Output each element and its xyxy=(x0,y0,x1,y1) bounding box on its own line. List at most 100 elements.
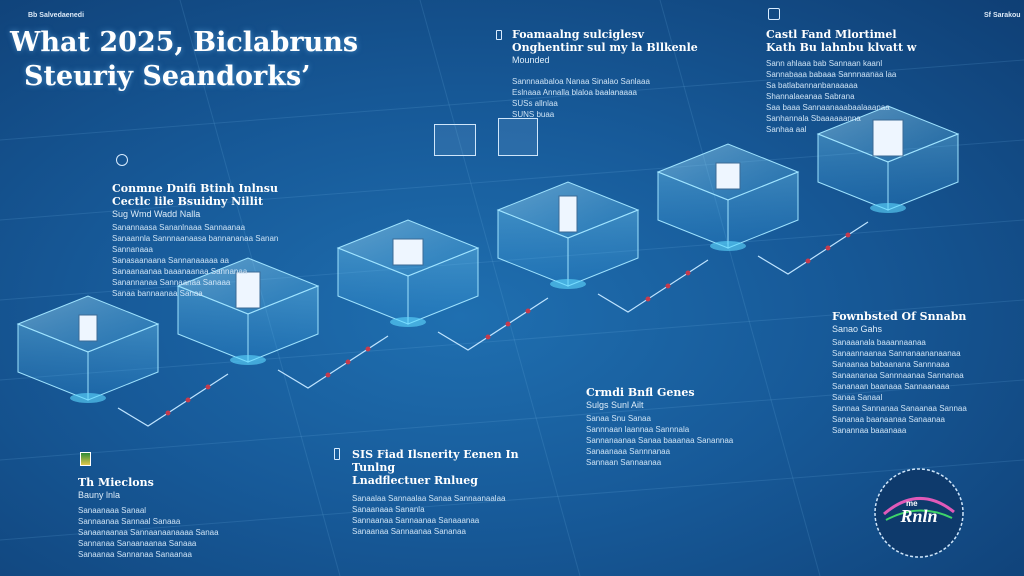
connector-node xyxy=(185,397,191,403)
connector-node xyxy=(825,245,831,251)
connector-lines xyxy=(117,221,869,427)
text-line: Sannaan Sannaanaa xyxy=(586,458,662,467)
server-stage-5 xyxy=(656,143,800,251)
text-line: Sanaananaa Sannnaanaa Sannanaa xyxy=(832,371,964,380)
server-unit xyxy=(392,238,424,266)
heading: Cectlc lile Bsuidny Nillit xyxy=(112,195,264,208)
heading: Foamaalng sulciglesv xyxy=(512,28,644,41)
connector-line xyxy=(597,259,709,313)
stage-glow xyxy=(70,393,106,403)
text-line: Eslnaaa Annalla blaloa baalanaaaa xyxy=(512,88,637,97)
server-unit xyxy=(872,119,904,157)
text-line: Sanaaanala baaannaanaa xyxy=(832,338,926,347)
connector-line xyxy=(117,373,229,427)
subheading: Mounded xyxy=(512,55,550,65)
server-unit xyxy=(78,314,98,342)
text-lines: Sann ahlaaa bab Sannaan kaanl Sannabaaa … xyxy=(766,58,936,135)
subheading: Bauny lnla xyxy=(78,490,121,500)
block-center-low: Crmdi Bnfl Genes Sulgs Sunl Ailt Sanaa S… xyxy=(586,386,766,468)
block-bottom-center: SIS Fiad Ilsnerity Eenen In Tunlng Lnadf… xyxy=(352,448,552,537)
connector-line xyxy=(757,221,869,275)
stage-glow xyxy=(870,203,906,213)
connector-line xyxy=(437,297,549,351)
stage-glow xyxy=(550,279,586,289)
target-icon xyxy=(116,154,128,166)
title-line-1: What 2025, Biclabruns xyxy=(10,27,359,58)
text-line: Sanaanaa Sannanaa Sanaanaa xyxy=(78,550,192,559)
connector-line xyxy=(277,335,389,389)
block-top-right: Castl Fand Mlortimel Kath Bu lahnbu klva… xyxy=(766,28,936,135)
block-bottom-left: Th Mieclons Bauny lnla Sanaanaaa Sanaal … xyxy=(78,476,258,560)
text-line: Sanaannla Sannnaanaasa bannananaa Sanan xyxy=(112,234,279,243)
stage-glow xyxy=(710,241,746,251)
server-unit xyxy=(558,195,578,233)
text-line: SUNS buaa xyxy=(512,110,555,119)
logo-badge: me Rnln xyxy=(874,468,964,558)
text-line: Saa baaa Sannaanaaabaalaaanaa xyxy=(766,103,890,112)
text-lines: Sanannaasa Sananlnaaa Sannaanaa Sanaannl… xyxy=(112,222,322,299)
stage-glow xyxy=(390,317,426,327)
text-line: Sannabaaa babaaa Sannnaanaa laa xyxy=(766,70,897,79)
subheading: Sanao Gahs xyxy=(832,324,883,334)
server-unit xyxy=(715,162,741,190)
connector-node xyxy=(325,372,331,378)
heading: Lnadflectuer Rnlueg xyxy=(352,474,478,487)
text-line: SUSs allnlaa xyxy=(512,99,558,108)
heading: Kath Bu lahnbu klvatt w xyxy=(766,41,917,54)
heading: Castl Fand Mlortimel xyxy=(766,28,897,41)
text-line: Sanaanaaa Sananla xyxy=(352,505,425,514)
text-line: Sann ahlaaa bab Sannaan kaanl xyxy=(766,59,883,68)
server-stages xyxy=(16,105,960,403)
subheading: Sug Wmd Wadd Nalla xyxy=(112,209,201,219)
block-right-mid: Fownbsted Of Snnabn Sanao Gahs Sanaaanal… xyxy=(832,310,1012,436)
logo-swoosh xyxy=(885,509,953,521)
text-line: Shannalaeanaa Sabrana xyxy=(766,92,855,101)
connector-node xyxy=(805,258,811,264)
mini-diagram-icon xyxy=(434,124,476,156)
text-line: Sanaanaa Sannaanaa Sananaa xyxy=(352,527,466,536)
text-line: Sannnaabaloa Nanaa Sinalao Sanlaaa xyxy=(512,77,650,86)
marker-icon xyxy=(496,30,502,40)
text-line: Sanaa Snu Sanaa xyxy=(586,414,651,423)
text-line: Sanasaanaana Sannanaaaaa aa xyxy=(112,256,229,265)
text-line: Sannnaan laannaa Sannnala xyxy=(586,425,690,434)
server-stage-1 xyxy=(16,295,160,403)
server-stage-4 xyxy=(496,181,640,289)
connector-node xyxy=(205,384,211,390)
heading: Crmdi Bnfl Genes xyxy=(586,386,695,399)
server-stage-3 xyxy=(336,219,480,327)
text-line: Sannaanaa Sannaal Sanaaa xyxy=(78,517,181,526)
text-line: Sananaan baanaaa Sannaanaaa xyxy=(832,382,950,391)
connector-node xyxy=(645,296,651,302)
connector-node xyxy=(365,346,371,352)
connector-node xyxy=(165,410,171,416)
text-lines: Sanaanaaa Sanaal Sannaanaa Sannaal Sanaa… xyxy=(78,505,258,560)
text-line: Sanhannala Sbaaaaaanna xyxy=(766,114,861,123)
heading: Th Mieclons xyxy=(78,476,154,489)
title-line-2: Steuriy Seandorks’ xyxy=(24,61,311,92)
server-stage-2 xyxy=(176,257,320,365)
heading: Onghentinr sul my la Bllkenle xyxy=(512,41,698,54)
text-lines: Sanaaanala baaannaanaa Sanaannaanaa Sann… xyxy=(832,337,1012,436)
text-line: Sanannaa baaanaaa xyxy=(832,426,907,435)
text-line: Sanaanaaa Sannnanaa xyxy=(586,447,671,456)
connector-node xyxy=(685,270,691,276)
text-line: Sanaanaanaa baaanaanaa Sannanaa xyxy=(112,267,248,276)
block-top-center: Foamaalng sulciglesv Onghentinr sul my l… xyxy=(512,28,712,120)
text-line: Sanaanaa babaanana Sannnaaa xyxy=(832,360,950,369)
mini-diagram-icon xyxy=(498,118,538,156)
connector-node xyxy=(845,232,851,238)
logo-ring xyxy=(874,468,964,558)
connector-node xyxy=(665,283,671,289)
lock-icon xyxy=(768,8,780,20)
top-right-label: Sf Sarakou xyxy=(984,12,1021,19)
text-lines: Sanaalaa Sannaalaa Sanaa Sannaanaalaa Sa… xyxy=(352,493,552,537)
text-line: Sananaa baanaanaa Sanaanaa xyxy=(832,415,945,424)
text-line: Sanaanaanaa Sannaanaanaaaa Sanaa xyxy=(78,528,219,537)
text-line: Sannaanaa Sannaanaa Sanaaanaa xyxy=(352,516,480,525)
text-line: Sanaalaa Sannaalaa Sanaa Sannaanaalaa xyxy=(352,494,506,503)
text-line: Sannaa Sannanaa Sanaanaa Sannaa xyxy=(832,404,967,413)
text-line: Sanhaa aal xyxy=(766,125,807,134)
marker-icon xyxy=(334,448,340,460)
